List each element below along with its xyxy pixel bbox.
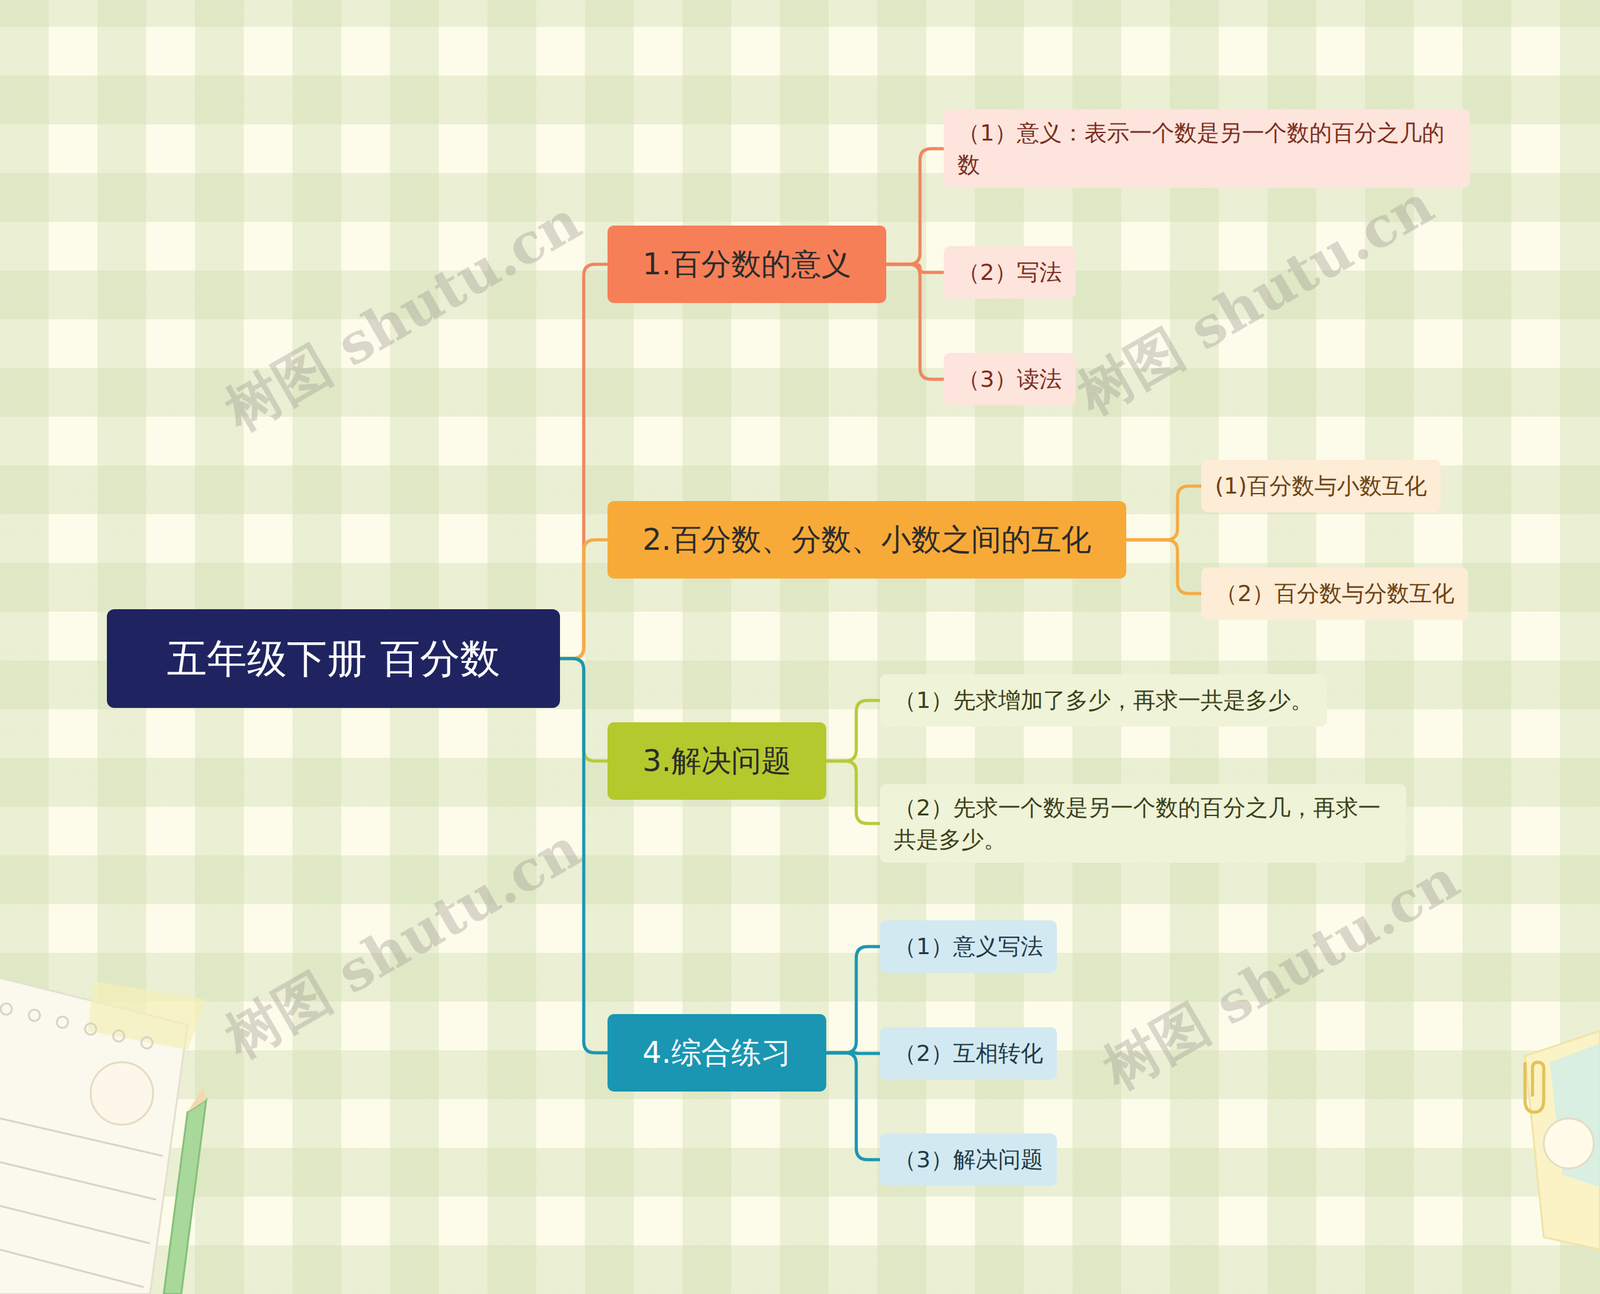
leaf-topic: （3）读法 [943,353,1076,406]
connector-line [826,946,880,1054]
paperclip-illustration [1525,1031,1600,1250]
topic-text: （2）写法 [957,256,1062,289]
topic-text: （1）意义：表示一个数是另一个数的百分之几的数 [957,116,1457,181]
leaf-topic: （2）互相转化 [880,1027,1057,1080]
connector-line [826,761,880,824]
topic-text: 1.百分数的意义 [642,244,852,285]
topic-text: （3）解决问题 [893,1143,1044,1176]
topic-text: （3）读法 [957,363,1062,395]
branch-topic: 2.百分数、分数、小数之间的互化 [607,501,1127,579]
leaf-topic: （1）先求增加了多少，再求一共是多少。 [880,674,1327,727]
topic-text: 4.综合练习 [642,1033,792,1074]
watermark: 树图 shutu.cn [211,811,594,1076]
topic-text: (1)百分数与小数互化 [1215,470,1427,502]
watermark: 树图 shutu.cn [211,184,594,449]
connector-line [1126,540,1202,594]
branch-topic: 3.解决问题 [607,722,827,800]
topic-text: （1）意义写法 [893,930,1044,963]
watermark: 树图 shutu.cn [1090,843,1472,1107]
connector-line [560,264,608,659]
topic-text: （2）先求一个数是另一个数的百分之几，再求一共是多少。 [893,791,1393,856]
connector-line [886,264,944,380]
leaf-topic: （2）先求一个数是另一个数的百分之几，再求一共是多少。 [880,784,1407,864]
connector-line [886,148,944,265]
branch-topic: 1.百分数的意义 [607,225,887,304]
topic-text: （2）百分数与分数互化 [1215,577,1455,610]
watermark: 树图 shutu.cn [1064,168,1447,432]
leaf-topic: （2）写法 [943,246,1076,299]
topic-text: 3.解决问题 [642,741,792,782]
connector-line [826,700,880,762]
notebook-illustration [0,975,207,1294]
root-topic: 五年级下册 百分数 [106,609,560,709]
leaf-topic: （3）解决问题 [880,1133,1057,1187]
topic-text: 2.百分数、分数、小数之间的互化 [642,520,1092,560]
leaf-topic: (1)百分数与小数互化 [1201,460,1441,513]
connector-line [826,1053,880,1160]
branch-topic: 4.综合练习 [607,1014,827,1092]
topic-text: （1）先求增加了多少，再求一共是多少。 [893,684,1314,717]
topic-text: 五年级下册 百分数 [144,631,523,687]
connector-line [560,540,608,659]
leaf-topic: （1）意义写法 [880,920,1057,974]
topic-text: （2）互相转化 [893,1037,1044,1070]
connector-line [1126,486,1202,540]
leaf-topic: （2）百分数与分数互化 [1201,567,1469,620]
leaf-topic: （1）意义：表示一个数是另一个数的百分之几的数 [943,109,1470,189]
